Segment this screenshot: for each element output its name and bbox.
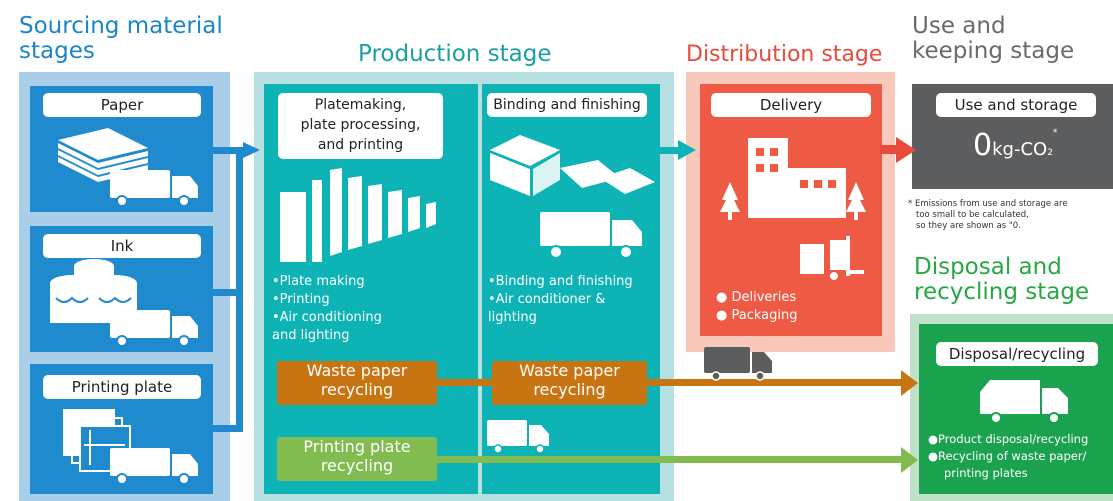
binding-label: Binding and finishing — [487, 93, 647, 117]
tree-icon-right — [846, 182, 866, 220]
delivery-items: ● Deliveries ● Packaging — [716, 290, 798, 323]
truck-icon-ink — [110, 310, 198, 347]
forklift-icon — [800, 236, 864, 280]
use-label: Use and storage — [936, 93, 1096, 117]
tree-icon-left — [720, 182, 740, 220]
distribution-stage-title: Distribution stage — [686, 42, 883, 67]
building-icon — [748, 138, 846, 218]
disposal-label: Disposal/recycling — [936, 342, 1098, 366]
use-note: * Emissions from use and storage are too… — [908, 199, 1068, 231]
delivery-label: Delivery — [711, 93, 871, 117]
binding-boxes-icon — [490, 135, 655, 196]
waste-recycling-flow — [437, 370, 918, 396]
production-stage-title: Production stage — [358, 41, 552, 67]
disposal-items: ●Product disposal/recycling ●Recycling o… — [928, 432, 1089, 480]
ink-cans-icon — [50, 259, 137, 323]
material-flow-arrows — [213, 142, 260, 432]
production-flow-arrows — [445, 140, 696, 160]
use-flow-arrow — [880, 137, 916, 163]
truck-icon-distribution — [704, 347, 772, 381]
printing-plates-icon — [63, 409, 131, 472]
binding-items: •Binding and finishing •Air conditioner … — [488, 274, 633, 325]
platemaking-label: Platemaking, plate processing, and print… — [278, 93, 443, 159]
ink-label: Ink — [43, 234, 201, 258]
plate-label: Printing plate — [43, 375, 201, 399]
garbage-truck-icon — [980, 380, 1068, 424]
truck-icon-paper — [110, 170, 198, 207]
use-value: 0kg-CO2* — [973, 128, 1058, 163]
truck-icon-plate — [110, 448, 198, 485]
truck-icon-binding — [540, 212, 642, 259]
paper-label: Paper — [43, 93, 201, 117]
printing-machine-icon — [280, 168, 436, 262]
paper-stack-icon — [58, 128, 148, 182]
platemaking-items: •Plate making •Printing •Air conditionin… — [272, 274, 382, 343]
plate-recycling-flow — [437, 447, 918, 473]
truck-icon-recycling — [487, 420, 549, 454]
